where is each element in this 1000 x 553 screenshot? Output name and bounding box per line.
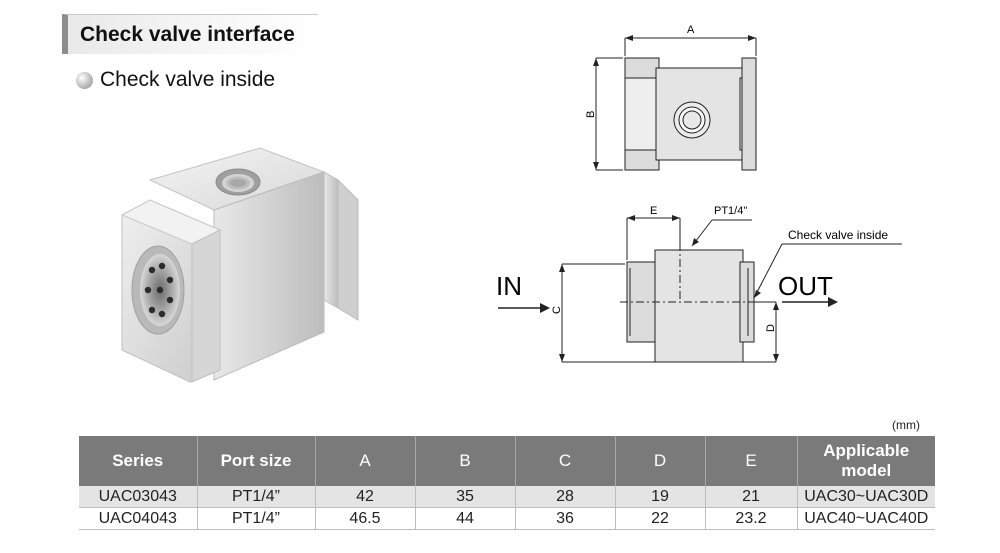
col-header-b: B (414, 436, 516, 486)
table-row: UAC04043 PT1/4” 46.5 44 36 22 23.2 UAC40… (79, 507, 935, 530)
cell-c: 36 (514, 507, 616, 530)
cell-port-size: PT1/4” (196, 486, 316, 508)
col-header-applicable-line1: Applicable (823, 441, 910, 460)
cell-b: 44 (414, 507, 516, 530)
col-header-series: Series (79, 436, 198, 486)
subtitle-row: Check valve inside (76, 66, 275, 94)
section-title: Check valve interface (80, 23, 295, 46)
in-label: IN (496, 271, 522, 301)
port-size-label: PT1/4" (714, 205, 747, 217)
bullet-icon (76, 71, 93, 89)
check-valve-callout: Check valve inside (788, 228, 888, 242)
col-header-a: A (314, 436, 416, 486)
cell-applicable-model: UAC30~UAC30D (796, 486, 935, 508)
out-label: OUT (778, 271, 833, 301)
cell-e: 21 (704, 486, 798, 508)
dim-a-label: A (687, 24, 695, 36)
cell-a: 46.5 (314, 507, 416, 530)
cell-series: UAC03043 (79, 486, 198, 508)
top-view-drawing (595, 37, 757, 171)
unit-label: (mm) (892, 418, 920, 432)
col-header-c: C (514, 436, 616, 486)
front-view-drawing (561, 217, 902, 363)
cell-e: 23.2 (704, 507, 798, 530)
dim-e-label: E (650, 205, 657, 217)
table-header-row: Series Port size A B C D E Applicable mo… (79, 436, 935, 486)
col-header-d: D (614, 436, 706, 486)
cell-port-size: PT1/4” (196, 507, 316, 530)
cell-c: 28 (514, 486, 616, 508)
table-row: UAC03043 PT1/4” 42 35 28 19 21 UAC30~UAC… (79, 486, 935, 508)
section-header: Check valve interface (62, 14, 318, 54)
product-photo (120, 147, 359, 383)
technical-drawings: A B E PT1/4" C D Check valve inside IN O… (496, 24, 902, 363)
cell-b: 35 (414, 486, 516, 508)
dim-c-label: C (551, 306, 563, 314)
cell-d: 19 (614, 486, 706, 508)
col-header-applicable-model: Applicable model (796, 436, 935, 486)
cell-applicable-model: UAC40~UAC40D (796, 507, 935, 530)
cell-d: 22 (614, 507, 706, 530)
col-header-applicable-line2: model (841, 461, 892, 480)
dim-b-label: B (585, 111, 597, 118)
spec-table: Series Port size A B C D E Applicable mo… (79, 436, 935, 530)
col-header-port-size: Port size (196, 436, 316, 486)
col-header-e: E (704, 436, 798, 486)
cell-series: UAC04043 (79, 507, 198, 530)
cell-a: 42 (314, 486, 416, 508)
subtitle: Check valve inside (100, 68, 276, 91)
dim-d-label: D (765, 324, 777, 332)
